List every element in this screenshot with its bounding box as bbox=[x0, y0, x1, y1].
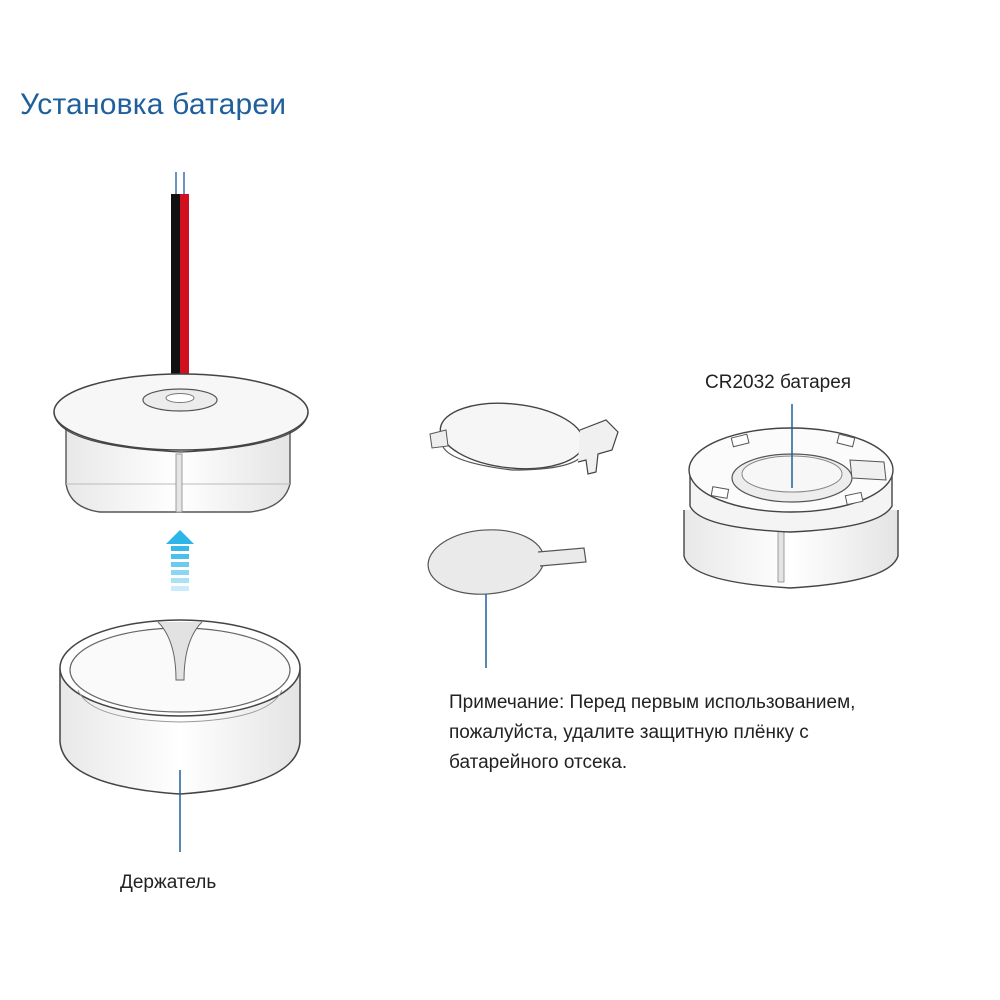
up-arrow-icon bbox=[166, 530, 194, 591]
arrow-bar-3 bbox=[171, 562, 189, 567]
battery-cover bbox=[429, 402, 619, 475]
sensor-seam bbox=[175, 453, 183, 513]
protective-film-disc bbox=[427, 529, 545, 595]
arrow-bar-5 bbox=[171, 578, 189, 583]
arrow-head bbox=[166, 530, 194, 544]
battery-cover-disc bbox=[439, 402, 585, 470]
wire-black bbox=[171, 194, 180, 396]
arrow-bar-4 bbox=[171, 570, 189, 575]
battery-compartment bbox=[683, 404, 899, 589]
arrow-bar-6 bbox=[171, 586, 189, 591]
compartment-contact bbox=[849, 459, 887, 481]
battery-label: CR2032 батарея bbox=[705, 372, 852, 393]
protective-film-tab bbox=[537, 547, 587, 567]
battery-cover-tab-left bbox=[429, 429, 449, 449]
note-line-3: батарейного отсека. bbox=[449, 752, 628, 773]
holder-clip bbox=[157, 621, 203, 681]
holder-ring bbox=[59, 619, 301, 795]
sensor-top-unit bbox=[53, 172, 309, 513]
compartment-base-wall bbox=[683, 510, 899, 589]
compartment-clip-1 bbox=[730, 433, 750, 448]
note-text: Примечание: Перед первым использованием,… bbox=[449, 688, 969, 778]
wire-grommet-hole bbox=[165, 393, 195, 403]
compartment-clip-3 bbox=[710, 486, 730, 499]
page-title: Установка батареи bbox=[20, 88, 287, 121]
holder-label: Держатель bbox=[120, 872, 217, 893]
compartment-clip-2 bbox=[836, 433, 856, 448]
sensor-lid-edge bbox=[53, 411, 309, 453]
battery-cover-edge bbox=[441, 443, 585, 471]
note-line-2: пожалуйста, удалите защитную плёнку с bbox=[449, 722, 809, 743]
compartment-clip-4 bbox=[844, 491, 864, 506]
note-line-1: Примечание: Перед первым использованием, bbox=[449, 692, 856, 713]
holder-inner-floor bbox=[77, 689, 283, 723]
protective-film bbox=[427, 529, 587, 668]
battery-cover-latch bbox=[577, 419, 619, 475]
sensor-lid bbox=[53, 373, 309, 451]
arrow-bar-1 bbox=[171, 546, 189, 551]
arrow-bar-2 bbox=[171, 554, 189, 559]
wire-red bbox=[180, 194, 189, 396]
